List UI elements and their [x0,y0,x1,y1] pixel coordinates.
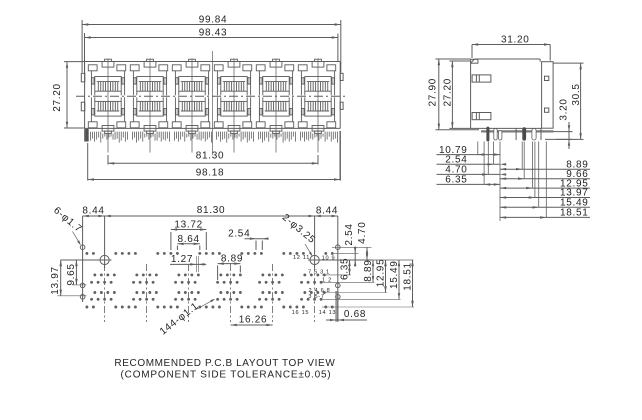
svg-text:8.89: 8.89 [221,254,243,265]
svg-text:6.35: 6.35 [340,258,351,280]
svg-text:81.30: 81.30 [197,205,226,216]
svg-text:8.44: 8.44 [316,206,338,217]
svg-text:RECOMMENDED P.C.B LAYOUT TOP V: RECOMMENDED P.C.B LAYOUT TOP VIEW [114,358,335,369]
svg-text:13.97: 13.97 [560,188,589,199]
svg-text:81.30: 81.30 [196,151,225,162]
svg-text:3 5-7: 3 5-7 [308,294,324,300]
svg-text:18.51: 18.51 [560,208,589,219]
svg-text:7 5 3 1: 7 5 3 1 [308,270,330,276]
svg-text:6-φ1.7: 6-φ1.7 [51,205,84,235]
svg-text:27.90: 27.90 [427,78,438,107]
svg-text:12 11: 12 11 [293,255,310,261]
svg-text:27.20: 27.20 [52,83,63,112]
svg-text:98.18: 98.18 [196,168,225,179]
svg-text:14 13: 14 13 [319,310,337,316]
svg-text:12.95: 12.95 [376,259,387,288]
svg-text:3.20: 3.20 [558,98,569,120]
svg-text:15.49: 15.49 [389,260,400,289]
svg-text:2.54: 2.54 [228,229,250,240]
svg-text:2.54: 2.54 [344,223,355,245]
svg-text:2.54: 2.54 [445,155,467,166]
svg-text:1 2: 1 2 [322,277,332,283]
svg-text:9.65: 9.65 [66,263,77,285]
svg-text:99.84: 99.84 [199,15,228,26]
svg-text:(COMPONENT SIDE TOLERANCE±0.05: (COMPONENT SIDE TOLERANCE±0.05) [121,369,332,380]
svg-text:10.79: 10.79 [439,145,468,156]
svg-text:27.20: 27.20 [442,78,453,107]
svg-text:9.66: 9.66 [566,169,588,180]
svg-text:6.35: 6.35 [445,175,467,186]
svg-text:8.44: 8.44 [82,206,104,217]
svg-text:31.20: 31.20 [501,35,530,46]
svg-text:15.49: 15.49 [560,198,589,209]
svg-text:2-φ3.25: 2-φ3.25 [280,212,318,246]
svg-text:8.89: 8.89 [566,159,588,170]
svg-text:8.89: 8.89 [363,260,374,282]
svg-text:8.64: 8.64 [177,234,199,245]
svg-text:1.27: 1.27 [171,254,193,265]
svg-text:13.97: 13.97 [50,266,61,295]
svg-text:16 15: 16 15 [292,310,310,316]
svg-text:10 9: 10 9 [322,255,336,261]
svg-text:18.51: 18.51 [403,262,414,291]
svg-text:0.68: 0.68 [344,309,366,320]
svg-text:2 4 6 8: 2 4 6 8 [308,288,330,294]
svg-text:98.43: 98.43 [199,28,228,39]
svg-text:30.5: 30.5 [571,83,582,105]
svg-text:13.72: 13.72 [174,220,203,231]
svg-text:16.26: 16.26 [239,315,268,326]
svg-text:4.70: 4.70 [445,165,467,176]
svg-text:4.70: 4.70 [357,222,368,244]
svg-text:12.95: 12.95 [560,178,589,189]
